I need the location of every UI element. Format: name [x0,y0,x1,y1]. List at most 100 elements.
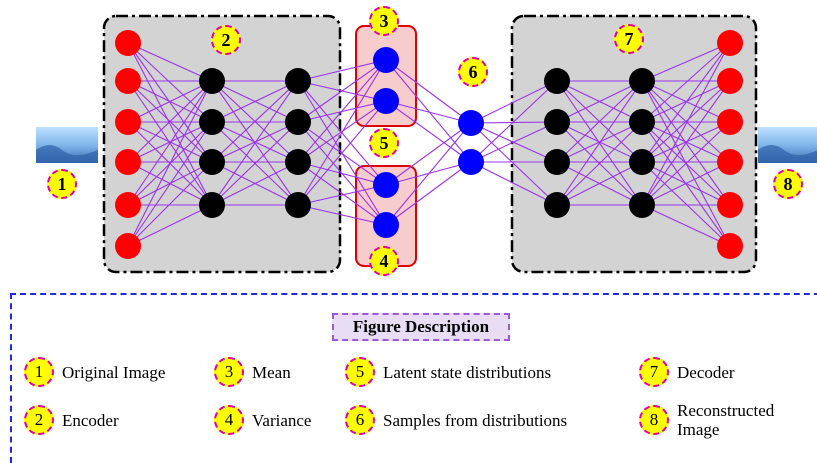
legend-badge-3: 3 [214,357,244,387]
network-edge [385,161,472,226]
network-edge [127,204,213,247]
input-node-4 [115,192,141,218]
legend-label: Mean [252,362,291,382]
network-edge [556,121,643,206]
network-edge [127,161,213,247]
output-node-4 [717,192,743,218]
legend-item-samples: 6 Samples from distributions [345,403,567,437]
original-image [36,127,98,163]
network-edge [641,80,731,163]
encoder-hidden-node-0 [199,68,225,94]
latent-param-node-0 [373,47,399,73]
network-edge [211,121,299,206]
legend-badge-5: 5 [345,357,375,387]
network-edge [556,80,643,206]
legend-item-decoder: 7 Decoder [639,355,735,389]
input-node-0 [115,30,141,56]
decoder-hidden-node-3 [544,192,570,218]
network-edge [556,161,643,206]
network-edge [556,80,643,123]
legend-label: Latent state distributions [383,362,552,382]
diagram-badge-7: 7 [614,24,644,54]
network-edge [297,161,387,186]
encoder-hidden-node-3 [285,192,311,218]
network-edge [385,100,472,163]
network-edge [211,80,299,163]
network-edge [127,42,213,206]
vae-network-diagram [36,14,817,274]
legend-label: Samples from distributions [383,410,568,430]
sample-node-1 [458,149,484,175]
legend-badge-4: 4 [214,405,244,435]
input-node-1 [115,68,141,94]
legend-item-mean: 3 Mean [214,355,291,389]
network-edge [470,80,558,124]
input-node-3 [115,149,141,175]
network-edge [641,121,731,163]
legend-item-original-image: 1 Original Image [24,355,165,389]
network-edge [641,42,731,82]
diagram-badge-4: 4 [369,246,399,276]
latent-param-node-3 [373,212,399,238]
network-edge [297,204,387,226]
network-edge [556,80,643,163]
output-node-2 [717,109,743,135]
legend-label: Variance [252,410,312,430]
network-edge [641,80,731,206]
encoder-box [102,14,342,274]
latent-param-node-1 [373,88,399,114]
legend-label: Decoder [677,362,735,382]
legend-badge-7: 7 [639,357,669,387]
sample-node-0 [458,110,484,136]
diagram-badge-6: 6 [458,57,488,87]
input-node-2 [115,109,141,135]
legend-label: Original Image [62,362,166,382]
figure-description-title: Figure Description [332,313,510,341]
legend-label: Reconstructed Image [677,401,775,439]
network-edge [127,121,213,163]
encoder-hidden-node-1 [285,109,311,135]
network-edge [297,59,387,163]
network-edge [127,80,213,123]
decoder-hidden-node-1 [629,109,655,135]
network-edge [641,42,731,206]
legend-item-encoder: 2 Encoder [24,403,119,437]
network-edge [385,59,472,163]
diagram-badge-2: 2 [211,25,241,55]
output-node-1 [717,68,743,94]
network-edge [297,100,387,206]
decoder-hidden-node-0 [544,68,570,94]
network-edge [127,121,213,247]
network-edge [470,80,558,163]
decoder-hidden-node-3 [629,192,655,218]
network-edge [211,80,299,123]
decoder-hidden-node-2 [629,149,655,175]
network-edge [641,42,731,123]
input-node-5 [115,233,141,259]
output-node-0 [717,30,743,56]
encoder-hidden-node-0 [285,68,311,94]
latent-param-node-2 [373,172,399,198]
network-edge [127,80,213,247]
decoder-hidden-node-2 [544,149,570,175]
encoder-hidden-node-2 [199,149,225,175]
diagram-badge-1: 1 [47,169,77,199]
network-edge [556,121,643,163]
legend-item-reconstructed-image: 8 Reconstructed Image [639,401,797,439]
decoder-box [510,14,758,274]
network-edge [470,161,558,206]
network-edge [470,121,558,163]
network-edge [297,59,387,82]
diagram-badge-3: 3 [369,6,399,36]
diagram-badge-5: 5 [369,128,399,158]
network-edge [127,80,213,163]
network-edge [211,161,299,206]
legend-item-latent-distributions: 5 Latent state distributions [345,355,551,389]
network-edge [385,59,472,124]
reconstructed-image [758,127,817,163]
legend-item-variance: 4 Variance [214,403,311,437]
network-edge [641,204,731,247]
output-node-3 [717,149,743,175]
network-edge [385,100,472,124]
legend-badge-6: 6 [345,405,375,435]
